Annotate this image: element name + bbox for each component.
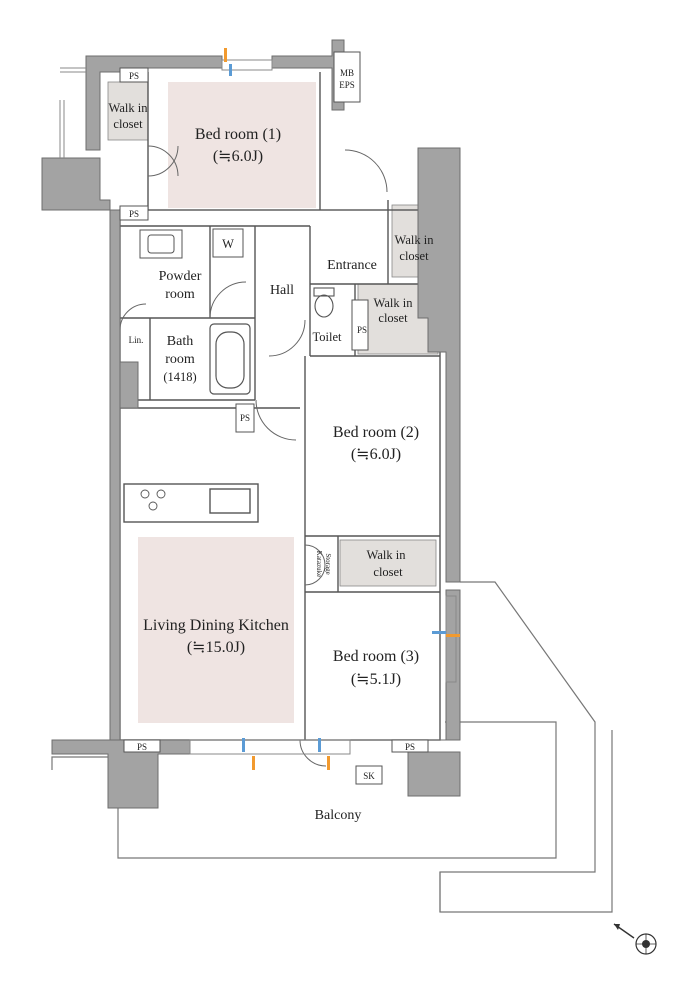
hall-label: Hall [270, 283, 294, 298]
fixture-labels: PS PS PS PS PS PS SK MB EPS [129, 68, 415, 781]
balcony-outline [51, 581, 613, 913]
mb-label: MB [340, 68, 354, 78]
wic2-line1: Walk in [395, 233, 435, 247]
ps-label: PS [405, 742, 415, 752]
bedroom3-name: Bed room (3) [333, 648, 419, 665]
balcony-label: Balcony [315, 808, 362, 823]
bedroom1-size: (≒6.0J) [213, 148, 263, 165]
powder-line1: Powder [159, 269, 202, 284]
katazuke-line2: Storage [324, 553, 332, 574]
toilet-fixture [313, 287, 335, 318]
entrance-label: Entrance [327, 258, 377, 273]
bedroom3-size: (≒5.1J) [351, 671, 401, 688]
ps-label: PS [137, 742, 147, 752]
bath-line2: room [165, 352, 195, 367]
wic4-line1: Walk in [367, 548, 407, 562]
bedroom1-floor [168, 82, 316, 208]
toilet-label: Toilet [313, 330, 343, 344]
compass-rose-icon [613, 923, 657, 955]
ps-label: PS [129, 71, 139, 81]
bathtub [209, 323, 251, 395]
ps-label: PS [357, 325, 367, 335]
window-frames [59, 59, 457, 755]
ps-label: PS [240, 413, 250, 423]
ldk-size: (≒15.0J) [187, 639, 245, 656]
stove [140, 489, 166, 511]
wic3-line2: closet [378, 311, 408, 325]
wic3-line1: Walk in [374, 296, 414, 310]
bath-line3: (1418) [163, 370, 196, 384]
ps-label: PS [129, 209, 139, 219]
washer [212, 228, 244, 258]
sk-label: SK [363, 771, 375, 781]
ps-boxes [119, 51, 429, 785]
eps-label: EPS [339, 80, 355, 90]
wic4-line2: closet [373, 565, 403, 579]
washer-label: W [222, 237, 234, 251]
room-labels: Bed room (1) (≒6.0J) Bed room (2) (≒6.0J… [109, 101, 435, 823]
linen-label: Lin. [129, 335, 144, 345]
bedroom2-size: (≒6.0J) [351, 446, 401, 463]
wic2-line2: closet [399, 249, 429, 263]
structural-walls [41, 39, 461, 809]
bedroom1-name: Bed room (1) [195, 126, 281, 143]
katazuke-line1: Katazuke [315, 551, 323, 577]
bedroom2-name: Bed room (2) [333, 424, 419, 441]
vanity [139, 229, 183, 259]
bath-line1: Bath [167, 334, 193, 349]
powder-line2: room [165, 287, 195, 302]
wic1-line2: closet [113, 117, 143, 131]
window-marker-icon [224, 48, 460, 770]
wic1-line1: Walk in [109, 101, 149, 115]
ldk-name: Living Dining Kitchen [143, 617, 289, 634]
ldk-floor [138, 537, 294, 723]
